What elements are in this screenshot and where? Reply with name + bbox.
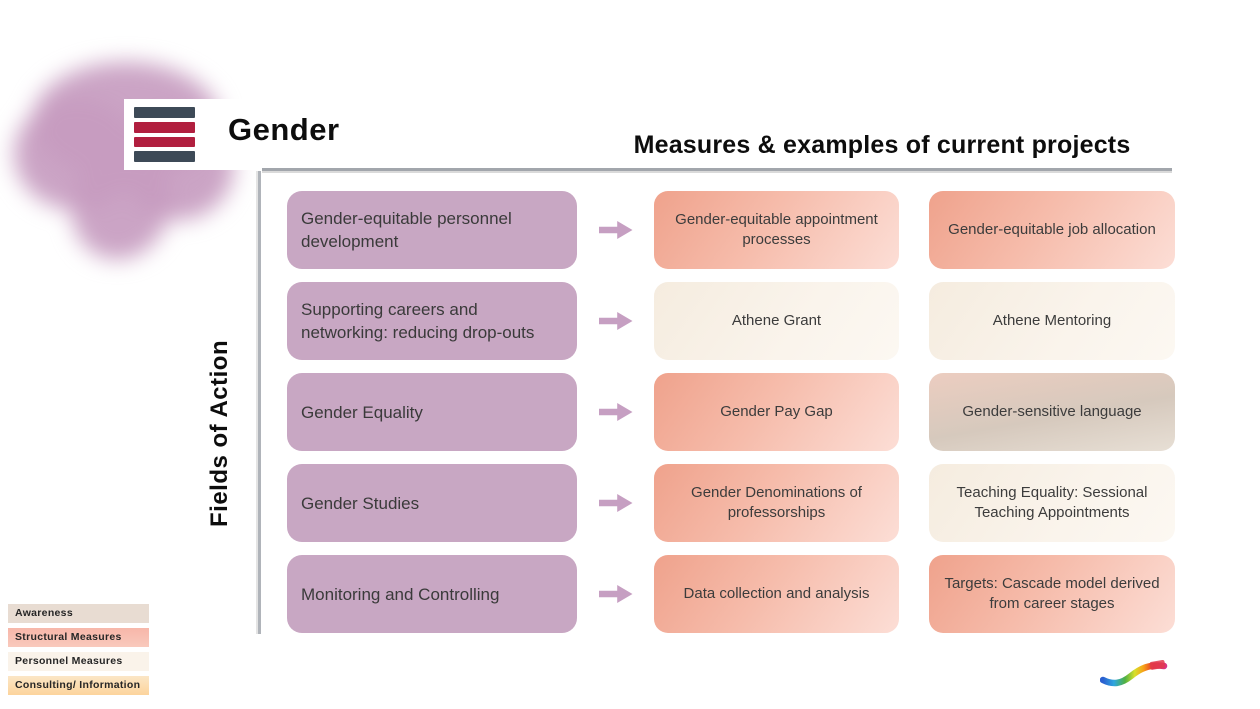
- measure-box: Gender Pay Gap: [654, 373, 899, 451]
- slide-subtitle: Measures & examples of current projects: [633, 131, 1131, 159]
- flow-arrow-icon: [598, 403, 633, 421]
- example-box: Gender-equitable job allocation: [929, 191, 1175, 269]
- diagram-rows: Gender-equitable personnel development G…: [287, 191, 1175, 646]
- header-white-band: [124, 99, 624, 170]
- arrow-zone: [577, 373, 654, 451]
- diagram-row: Supporting careers and networking: reduc…: [287, 282, 1175, 360]
- field-box: Gender Studies: [287, 464, 577, 542]
- flow-arrow-icon: [598, 221, 633, 239]
- arrow-zone: [577, 191, 654, 269]
- field-box: Supporting careers and networking: reduc…: [287, 282, 577, 360]
- fields-of-action-label: Fields of Action: [206, 339, 233, 527]
- diagram-row: Monitoring and Controlling Data collecti…: [287, 555, 1175, 633]
- stripes-logo-icon: [124, 99, 205, 170]
- example-box: Athene Mentoring: [929, 282, 1175, 360]
- slide-title: Gender: [228, 112, 340, 147]
- example-box: Gender-sensitive language: [929, 373, 1175, 451]
- field-box: Monitoring and Controlling: [287, 555, 577, 633]
- logo-stripe: [134, 136, 195, 148]
- diagram-row: Gender-equitable personnel development G…: [287, 191, 1175, 269]
- measure-box: Gender-equitable appointment processes: [654, 191, 899, 269]
- horizontal-divider: [262, 168, 1172, 171]
- measure-box: Data collection and analysis: [654, 555, 899, 633]
- diagram-row: Gender Studies Gender Denominations of p…: [287, 464, 1175, 542]
- flow-arrow-icon: [598, 585, 633, 603]
- measure-box: Athene Grant: [654, 282, 899, 360]
- flow-arrow-icon: [598, 312, 633, 330]
- legend: Awareness Structural Measures Personnel …: [8, 604, 149, 700]
- flow-arrow-icon: [598, 494, 633, 512]
- measure-box: Gender Denominations of professorships: [654, 464, 899, 542]
- field-box: Gender Equality: [287, 373, 577, 451]
- logo-stripe: [134, 121, 195, 133]
- legend-item: Awareness: [8, 604, 149, 623]
- logo-stripe: [134, 151, 195, 162]
- diagram-row: Gender Equality Gender Pay Gap Gender-se…: [287, 373, 1175, 451]
- arrow-zone: [577, 282, 654, 360]
- legend-item: Structural Measures: [8, 628, 149, 647]
- arrow-zone: [577, 555, 654, 633]
- vertical-divider: [258, 171, 261, 634]
- legend-item: Personnel Measures: [8, 652, 149, 671]
- example-box: Targets: Cascade model derived from care…: [929, 555, 1175, 633]
- logo-stripe: [134, 107, 195, 118]
- example-box: Teaching Equality: Sessional Teaching Ap…: [929, 464, 1175, 542]
- field-box: Gender-equitable personnel development: [287, 191, 577, 269]
- legend-item: Consulting/ Information: [8, 676, 149, 695]
- arrow-zone: [577, 464, 654, 542]
- rainbow-swoosh-icon: [1100, 659, 1168, 687]
